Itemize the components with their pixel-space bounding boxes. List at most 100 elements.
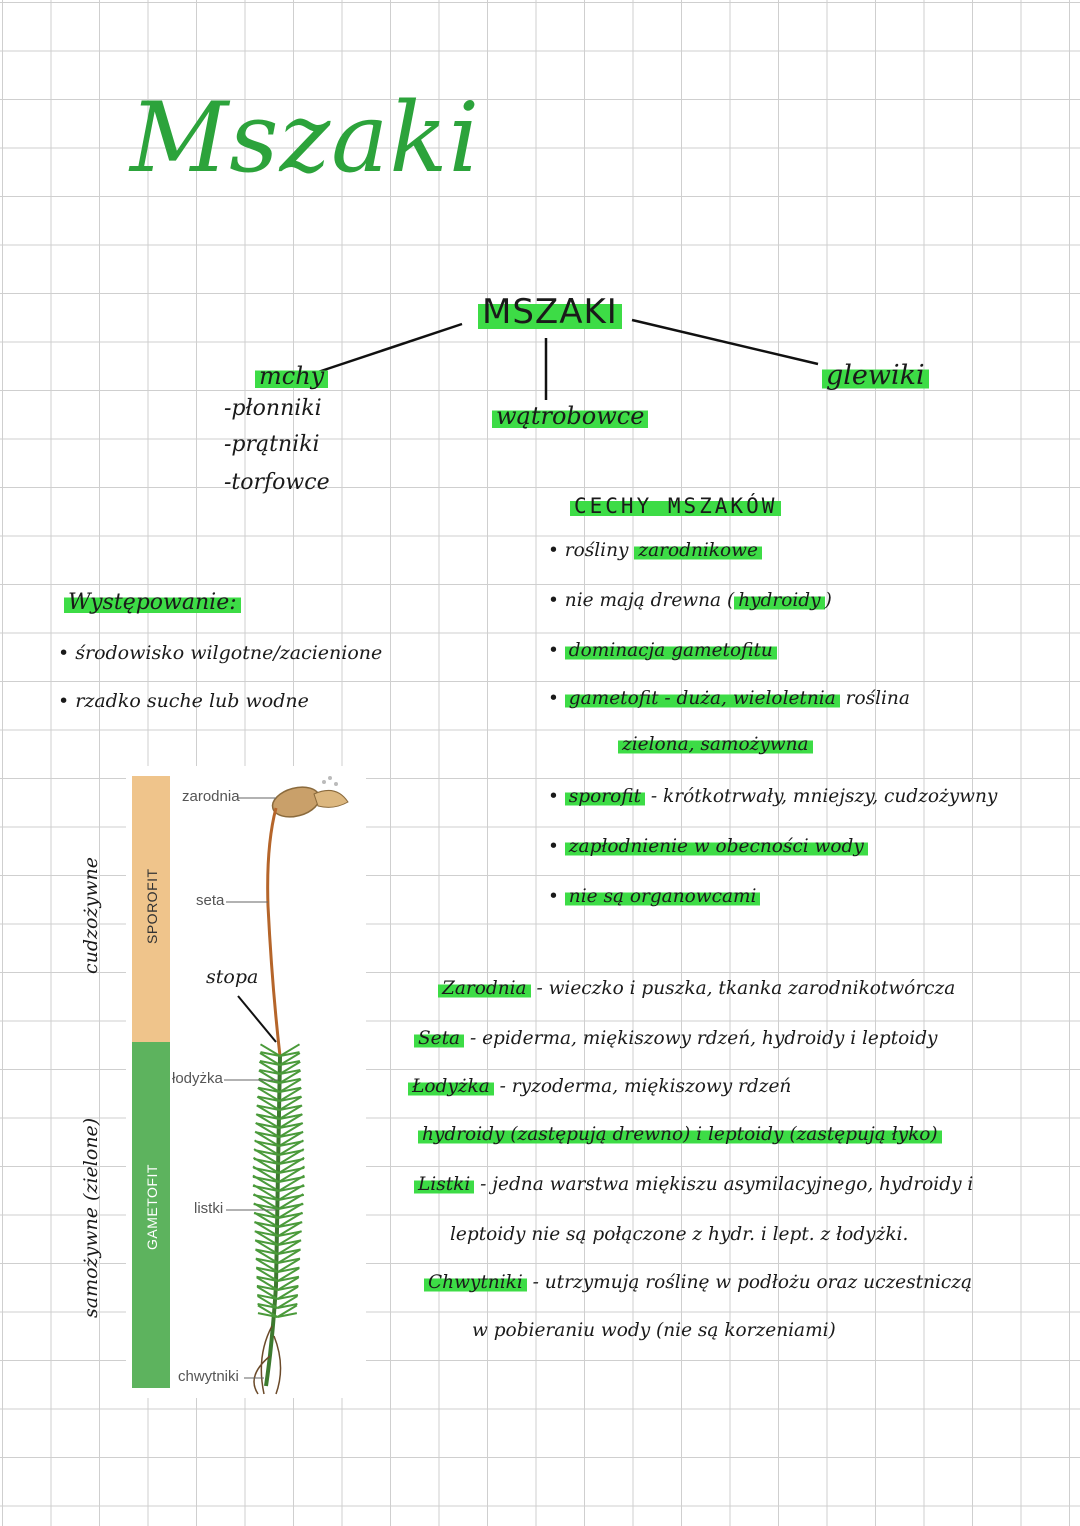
leaf-stroke [279,1052,301,1066]
branch-mchy: mchy [255,362,329,390]
part-name: Łodyżka [408,1076,494,1097]
leaf-stroke [252,1156,280,1174]
leaf-stroke [257,1303,278,1309]
trait-text: • [548,786,565,807]
leaf-stroke [255,1257,279,1264]
mchy-sub-item: -płonniki [224,396,322,421]
leaf-stroke [260,1051,281,1057]
trait-highlight: sporofit [564,786,646,807]
trait-highlight: nie są organowcami [564,886,761,907]
leaf-stroke [257,1104,280,1111]
leaf-stroke [256,1284,278,1291]
leaf-stroke [258,1069,281,1084]
leaf-stroke [259,1043,281,1057]
trait-highlight: zielona, samożywna [618,734,813,755]
leaf-stroke [257,1293,278,1300]
trait-text: - krótkotrwały, mniejszy, cudzożywny [645,786,998,807]
leaf-stroke [279,1095,302,1102]
leaf-stroke [255,1248,279,1255]
leaf-stroke [259,1060,281,1066]
label-seta: seta [196,892,225,909]
leaf-stroke [258,1060,281,1075]
label-lodyzka: łodyżka [172,1070,223,1087]
leaf-stroke [253,1211,279,1228]
leaf-stroke [277,1221,303,1237]
leaf-stroke [277,1193,304,1210]
leaf-stroke [257,1295,278,1309]
leaf-stroke [255,1266,279,1273]
leaf-stroke [257,1312,278,1318]
leaf-stroke [252,1174,280,1192]
leaf-stroke [279,1122,303,1129]
occurrence-header-label: Występowanie: [64,590,241,615]
trait-highlight: gametofit - duża, wieloletnia [564,688,840,709]
part-description: Seta - epiderma, miękiszowy rdzeń, hydro… [414,1028,938,1049]
leaf-stroke [278,1148,305,1165]
part-name: Seta [414,1028,465,1049]
leaf-stroke [278,1139,304,1156]
leaf-stroke [258,1086,280,1093]
trait-text: • [548,640,565,661]
leaf-stroke [256,1276,279,1291]
part-description: leptoidy nie są połączone z hydr. i lept… [450,1224,908,1245]
label-chwytniki: chwytniki [178,1368,239,1385]
leaf-stroke [276,1304,298,1318]
tree-root-label: MSZAKI [478,292,622,332]
part-name: Zarodnia [438,978,531,999]
label-stopa: stopa [206,966,259,988]
page-title: Mszaki [130,82,481,194]
trait-text: • nie mają drewna ( [548,590,735,611]
leaf-stroke [277,1275,300,1282]
side-label-cudzozywne: cudzożywne [80,857,102,974]
leaf-stroke [259,1068,281,1075]
leaf-stroke [277,1239,302,1246]
leaf-stroke [277,1248,301,1264]
leaf-stroke [279,1077,301,1084]
sporofit-bar [132,776,170,1050]
leaf-stroke [254,1230,279,1246]
branch-mchy-label: mchy [255,362,329,390]
leaf-stroke [256,1113,280,1120]
part-description: Listki - jedna warstwa miękiszu asymilac… [414,1174,973,1195]
leaf-stroke [252,1165,280,1183]
leaf-stroke [278,1156,305,1174]
part-description: Łodyżka - ryzoderma, miękiszowy rdzeń [408,1076,791,1097]
leaf-stroke [277,1284,299,1291]
leaf-stroke [254,1221,279,1237]
leaf-stroke [279,1087,302,1102]
occurrence-item: • środowisko wilgotne/zacienione [58,642,383,664]
leaf-stroke [278,1174,305,1192]
traits-header-label: CECHY MSZAKÓW [570,494,782,518]
occurrence-header: Występowanie: [64,590,241,615]
leaf-stroke [278,1095,303,1111]
leaf-stroke [257,1095,280,1102]
trait-item: • nie mają drewna (hydroidy) [548,590,832,611]
part-text: - utrzymują roślinę w podłożu oraz uczes… [526,1272,973,1293]
leaf-stroke [277,1293,299,1300]
part-description: Zarodnia - wieczko i puszka, tkanka zaro… [438,978,955,999]
mchy-sub-item: -torfowce [224,470,330,495]
leaf-stroke [256,1104,280,1120]
label-zarodnia: zarodnia [182,788,240,805]
leaf-stroke [279,1068,301,1075]
leaf-stroke [253,1202,279,1219]
part-text: w pobieraniu wody (nie są korzeniami) [472,1320,836,1341]
leaf-stroke [277,1266,300,1273]
leaf-stroke [256,1095,280,1111]
mchy-sub-item: -prątniki [224,432,320,457]
leaf-stroke [254,1230,279,1237]
trait-highlight: dominacja gametofitu [564,640,777,661]
trait-text: • [548,886,565,907]
leaf-stroke [256,1275,278,1282]
leaf-stroke [257,1078,281,1093]
part-text: leptoidy nie są połączone z hydr. i lept… [450,1224,909,1245]
moss-illustration [224,776,349,1395]
trait-item: • zapłodnienie w obecności wody [548,836,868,857]
trait-item: • gametofit - duża, wieloletnia roślina [548,688,910,709]
occurrence-item: • rzadko suche lub wodne [58,690,309,712]
leaf-stroke [277,1257,301,1264]
leaf-stroke [277,1276,299,1291]
leaf-stroke [257,1304,278,1318]
leaf-stroke [277,1267,300,1282]
